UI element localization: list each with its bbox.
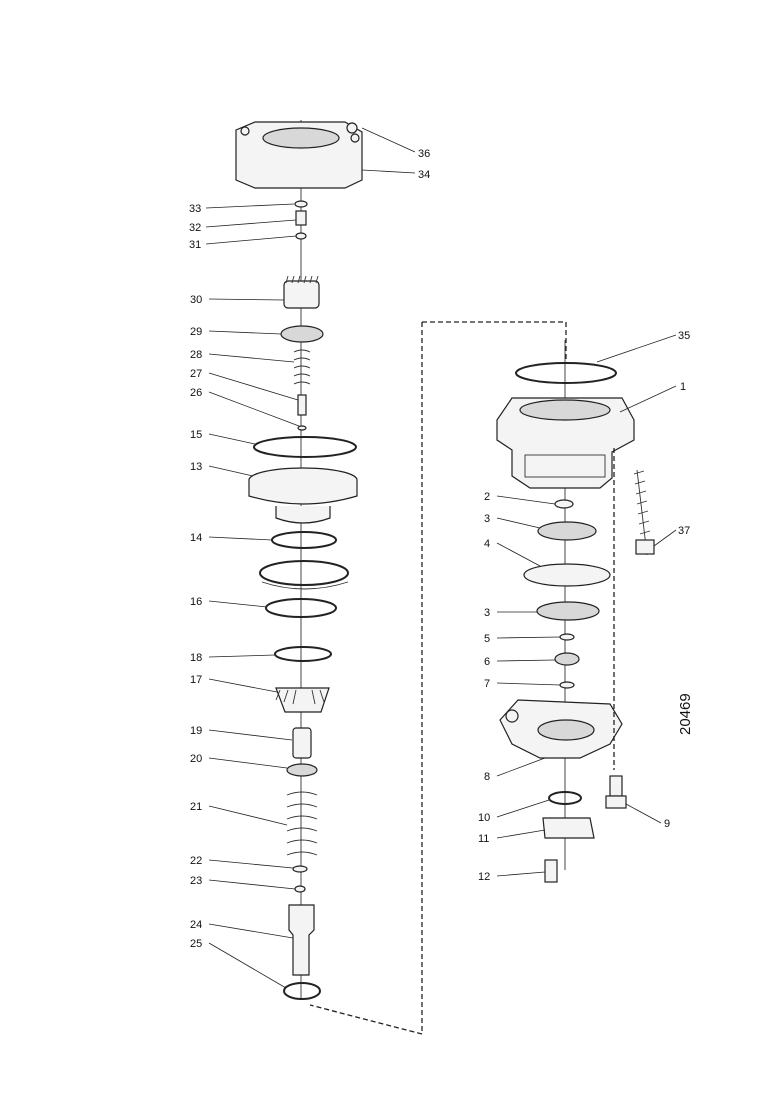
part-label: 26 [190, 387, 202, 399]
part-label: 16 [190, 596, 202, 608]
left-assembly [235, 120, 363, 1000]
part-label: 9 [664, 818, 670, 830]
part-label: 3 [484, 513, 490, 525]
part-label: 31 [189, 239, 201, 251]
leader-lines [205, 127, 677, 989]
lower-housing [499, 699, 623, 759]
part-labels: 36 34 33 32 31 30 29 28 27 26 15 13 14 1… [189, 148, 690, 950]
part-label: 33 [189, 203, 201, 215]
part-label: 35 [678, 330, 690, 342]
part-label: 22 [190, 855, 202, 867]
part-label: 10 [478, 812, 490, 824]
part-label: 37 [678, 525, 690, 537]
top-housing [235, 121, 363, 189]
part-label: 11 [478, 833, 489, 845]
part-label: 20 [190, 753, 202, 765]
part-label: 36 [418, 148, 430, 160]
part-label: 32 [189, 222, 201, 234]
part-label: 18 [190, 652, 202, 664]
part-label: 27 [190, 368, 202, 380]
part-label: 23 [190, 875, 202, 887]
part-label: 1 [680, 381, 686, 393]
part-label: 6 [484, 656, 490, 668]
drawing-number: 20469 [677, 693, 694, 735]
part-label: 14 [190, 532, 202, 544]
part-label: 17 [190, 674, 202, 686]
part-label: 8 [484, 771, 490, 783]
part-label: 21 [190, 801, 202, 813]
part-label: 34 [418, 169, 430, 181]
part-label: 12 [478, 871, 490, 883]
flange [248, 467, 358, 524]
main-housing [496, 397, 635, 489]
part-label: 19 [190, 725, 202, 737]
part-label: 5 [484, 633, 490, 645]
part-label: 4 [484, 538, 490, 550]
part-label: 30 [190, 294, 202, 306]
part-label: 3 [484, 607, 490, 619]
part-label: 25 [190, 938, 202, 950]
part-label: 29 [190, 326, 202, 338]
part-label: 15 [190, 429, 202, 441]
part-label: 2 [484, 491, 490, 503]
part-label: 13 [190, 461, 202, 473]
assembly-link-line [309, 321, 567, 1035]
right-assembly [496, 340, 655, 883]
part-label: 24 [190, 919, 202, 931]
part-label: 7 [484, 678, 490, 690]
part-label: 28 [190, 349, 202, 361]
